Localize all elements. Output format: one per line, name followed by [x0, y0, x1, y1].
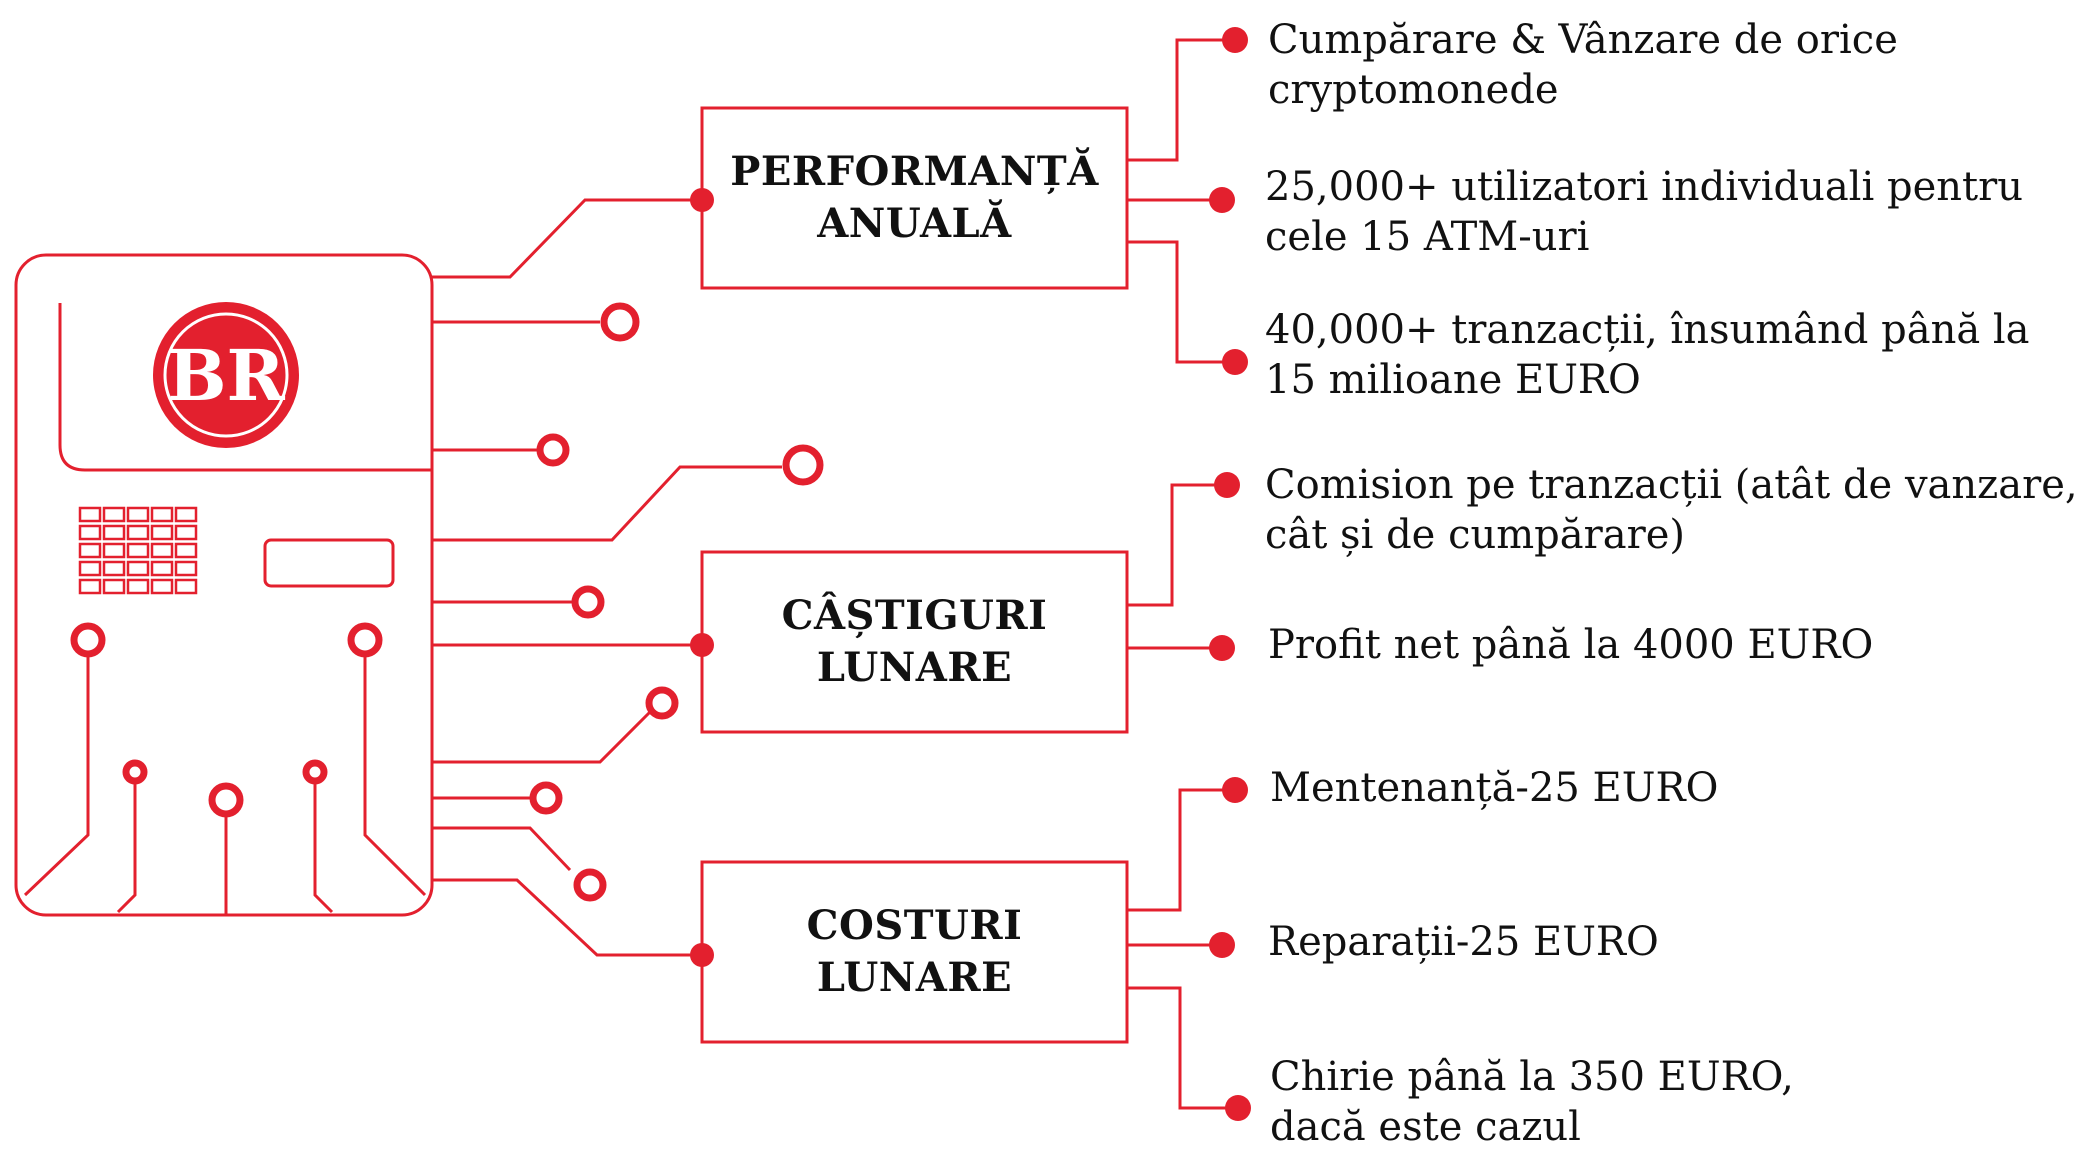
bullet-line: 15 milioane EURO: [1265, 357, 1641, 403]
dot: [690, 188, 714, 212]
node-circle: [782, 444, 824, 486]
node-circle: [302, 759, 328, 785]
node-circle: [347, 622, 383, 658]
atm-card-slot: [263, 538, 395, 588]
node-circle: [529, 781, 563, 815]
circuit-nodes: [70, 302, 824, 902]
atm-keypad: [78, 506, 198, 595]
node-circle: [536, 433, 570, 467]
node-circle: [122, 759, 148, 785]
dot: [1209, 932, 1235, 958]
bullet-line: 25,000+ utilizatori individuali pentru: [1265, 164, 2023, 210]
box-title-monthly-earnings: CÂȘTIGURI LUNARE: [702, 590, 1127, 694]
box-title-line: COSTURI: [806, 902, 1023, 949]
connector-lines: [432, 198, 782, 957]
bullet-line: cât și de cumpărare): [1265, 512, 1685, 558]
logo-text: BR: [167, 334, 285, 417]
box-title-monthly-costs: COSTURI LUNARE: [702, 900, 1127, 1004]
bullet-line: Comision pe tranzacții (atât de vanzare,: [1265, 462, 2078, 508]
atm-screen: [58, 303, 432, 472]
bullet-line: dacă este cazul: [1270, 1104, 1581, 1150]
dot: [1222, 27, 1248, 53]
bullet-connectors: [1127, 38, 1232, 1110]
box-title-line: PERFORMANȚĂ: [730, 148, 1099, 195]
dot: [690, 943, 714, 967]
box-title-line: ANUALĂ: [817, 200, 1012, 247]
box-title-line: LUNARE: [816, 644, 1013, 691]
node-circle: [600, 302, 640, 342]
box-title-line: LUNARE: [816, 954, 1013, 1001]
dot: [1225, 1095, 1251, 1121]
bullet-line: 40,000+ tranzacții, însumând până la: [1265, 307, 2030, 353]
atm-inner-circuits: [23, 655, 427, 915]
atm-body: [14, 253, 434, 917]
bullet-annual-2: 25,000+ utilizatori individuali pentru c…: [1265, 162, 2023, 262]
box-title-annual: PERFORMANȚĂ ANUALĂ: [702, 146, 1127, 250]
bullet-line: Chirie până la 350 EURO,: [1270, 1054, 1794, 1100]
node-circle: [208, 782, 244, 818]
bullet-line: Mentenanță-25 EURO: [1270, 765, 1719, 811]
bullet-annual-1: Cumpărare & Vânzare de orice cryptomoned…: [1268, 15, 1898, 115]
dot: [1222, 349, 1248, 375]
bullet-earnings-1: Comision pe tranzacții (atât de vanzare,…: [1265, 460, 2078, 560]
atm-infographic: BR: [14, 27, 1251, 1121]
bullet-annual-3: 40,000+ tranzacții, însumând până la 15 …: [1265, 305, 2030, 405]
box-title-line: CÂȘTIGURI: [781, 592, 1048, 639]
node-circle: [571, 585, 605, 619]
dot: [1214, 472, 1240, 498]
bullet-costs-2: Reparații-25 EURO: [1268, 917, 1659, 967]
bullet-costs-3: Chirie până la 350 EURO, dacă este cazul: [1270, 1052, 1794, 1152]
dot: [1222, 777, 1248, 803]
bullet-line: Reparații-25 EURO: [1268, 919, 1659, 965]
bullet-earnings-2: Profit net până la 4000 EURO: [1268, 620, 1873, 670]
dot: [1209, 187, 1235, 213]
bullet-line: cele 15 ATM-uri: [1265, 214, 1590, 260]
bullet-line: Cumpărare & Vânzare de orice: [1268, 17, 1898, 63]
dot: [690, 633, 714, 657]
bullet-costs-1: Mentenanță-25 EURO: [1270, 763, 1718, 813]
node-circle: [573, 868, 607, 902]
dot: [1209, 635, 1235, 661]
node-circle: [70, 622, 106, 658]
bullet-line: cryptomonede: [1268, 67, 1559, 113]
connector-dots: [690, 27, 1251, 1121]
bullet-line: Profit net până la 4000 EURO: [1268, 622, 1874, 668]
node-circle: [645, 686, 679, 720]
bitcoin-br-logo: BR: [153, 302, 299, 448]
